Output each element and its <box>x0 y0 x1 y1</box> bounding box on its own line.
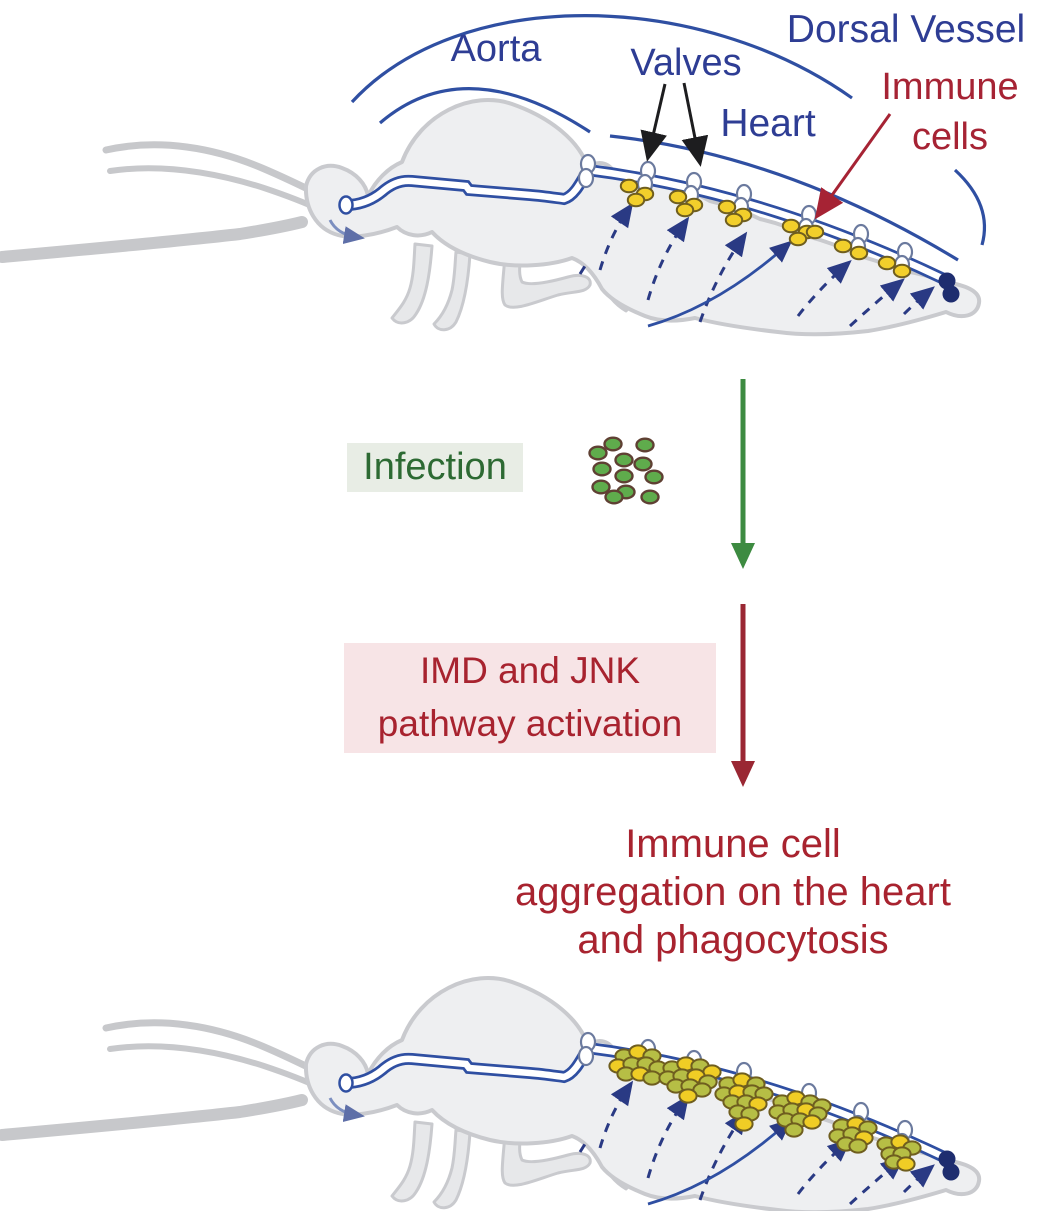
pathway-arrow <box>731 604 755 787</box>
dorsal-vessel-arc-end <box>953 168 987 246</box>
bottom-mosquito <box>2 978 979 1211</box>
aorta-label: Aorta <box>450 28 542 70</box>
immune-cells-pointer-arrow <box>814 113 892 220</box>
valves-label: Valves <box>630 42 742 84</box>
outcome-text: Immune cell aggregation on the heart and… <box>515 822 951 962</box>
heart-label: Heart <box>720 102 816 145</box>
dorsal-vessel-label: Dorsal Vessel <box>786 8 1026 51</box>
valves-pointer-arrows <box>640 82 709 167</box>
infection-arrow <box>731 379 755 569</box>
infection-step-label: Infection <box>347 443 523 492</box>
immune-cells-label: Immune cells <box>881 66 1019 159</box>
bacteria-cluster <box>588 436 664 505</box>
aorta-arc <box>378 87 591 134</box>
pathway-activation-step-label: IMD and JNK pathway activation <box>344 643 716 753</box>
dorsal-vessel-arc <box>350 14 853 104</box>
